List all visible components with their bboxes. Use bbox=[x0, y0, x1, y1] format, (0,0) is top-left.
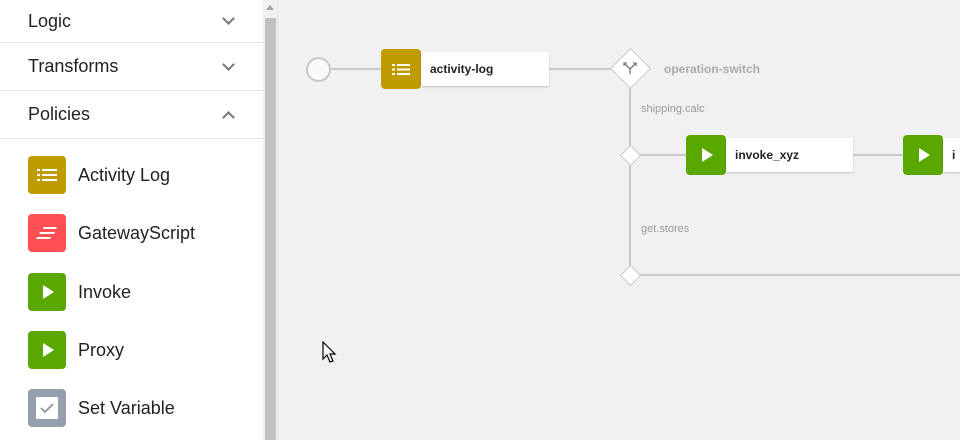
policy-label: Activity Log bbox=[78, 164, 171, 185]
node-label: activity-log bbox=[421, 52, 549, 86]
node-label: i bbox=[943, 138, 960, 172]
policy-label: Set Variable bbox=[78, 397, 175, 418]
policy-set-variable[interactable]: Set Variable bbox=[28, 389, 175, 427]
case-label: get.stores bbox=[641, 223, 690, 235]
policy-label: GatewayScript bbox=[78, 222, 196, 243]
policy-gatewayscript[interactable]: GatewayScript bbox=[28, 214, 195, 252]
policy-invoke[interactable]: Invoke bbox=[28, 273, 131, 311]
section-transforms[interactable]: Transforms bbox=[0, 43, 263, 91]
policy-label: Proxy bbox=[78, 339, 125, 360]
start-node bbox=[306, 57, 331, 82]
chevron-down-icon bbox=[222, 57, 235, 71]
section-label: Logic bbox=[28, 10, 72, 31]
scroll-up-icon[interactable] bbox=[266, 5, 274, 10]
switch-icon bbox=[623, 62, 637, 74]
node-invoke-next[interactable]: i bbox=[903, 135, 960, 175]
chevron-up-icon bbox=[222, 110, 235, 124]
connector bbox=[549, 68, 611, 70]
connector bbox=[629, 88, 631, 276]
play-icon bbox=[28, 273, 66, 311]
node-invoke-xyz[interactable]: invoke_xyz bbox=[686, 135, 853, 175]
connector bbox=[330, 68, 382, 70]
node-label: invoke_xyz bbox=[726, 138, 853, 172]
chevron-down-icon bbox=[222, 12, 235, 25]
sidebar-scrollbar[interactable] bbox=[263, 0, 278, 440]
scrollbar-thumb[interactable] bbox=[265, 18, 276, 440]
play-icon bbox=[28, 331, 66, 369]
connector bbox=[630, 274, 960, 276]
section-label: Transforms bbox=[28, 56, 119, 76]
checkbox-icon bbox=[28, 389, 66, 427]
section-logic[interactable]: Logic bbox=[0, 0, 263, 43]
switch-label: operation-switch bbox=[664, 62, 761, 76]
node-activity-log[interactable]: activity-log bbox=[381, 49, 549, 89]
connector bbox=[630, 154, 687, 156]
policy-label: Invoke bbox=[78, 281, 132, 302]
section-label: Policies bbox=[28, 104, 91, 124]
policy-proxy[interactable]: Proxy bbox=[28, 331, 124, 369]
connector bbox=[853, 154, 904, 156]
policy-activity-log[interactable]: Activity Log bbox=[28, 156, 170, 194]
section-policies[interactable]: Policies bbox=[0, 91, 263, 139]
list-icon bbox=[28, 156, 66, 194]
script-icon bbox=[28, 214, 66, 252]
list-icon bbox=[381, 49, 421, 89]
policy-palette: Logic Transforms Policies Activity Log G… bbox=[0, 0, 263, 440]
case-label: shipping.calc bbox=[641, 103, 705, 115]
mouse-cursor-icon bbox=[322, 341, 337, 363]
play-icon bbox=[686, 135, 726, 175]
play-icon bbox=[903, 135, 943, 175]
